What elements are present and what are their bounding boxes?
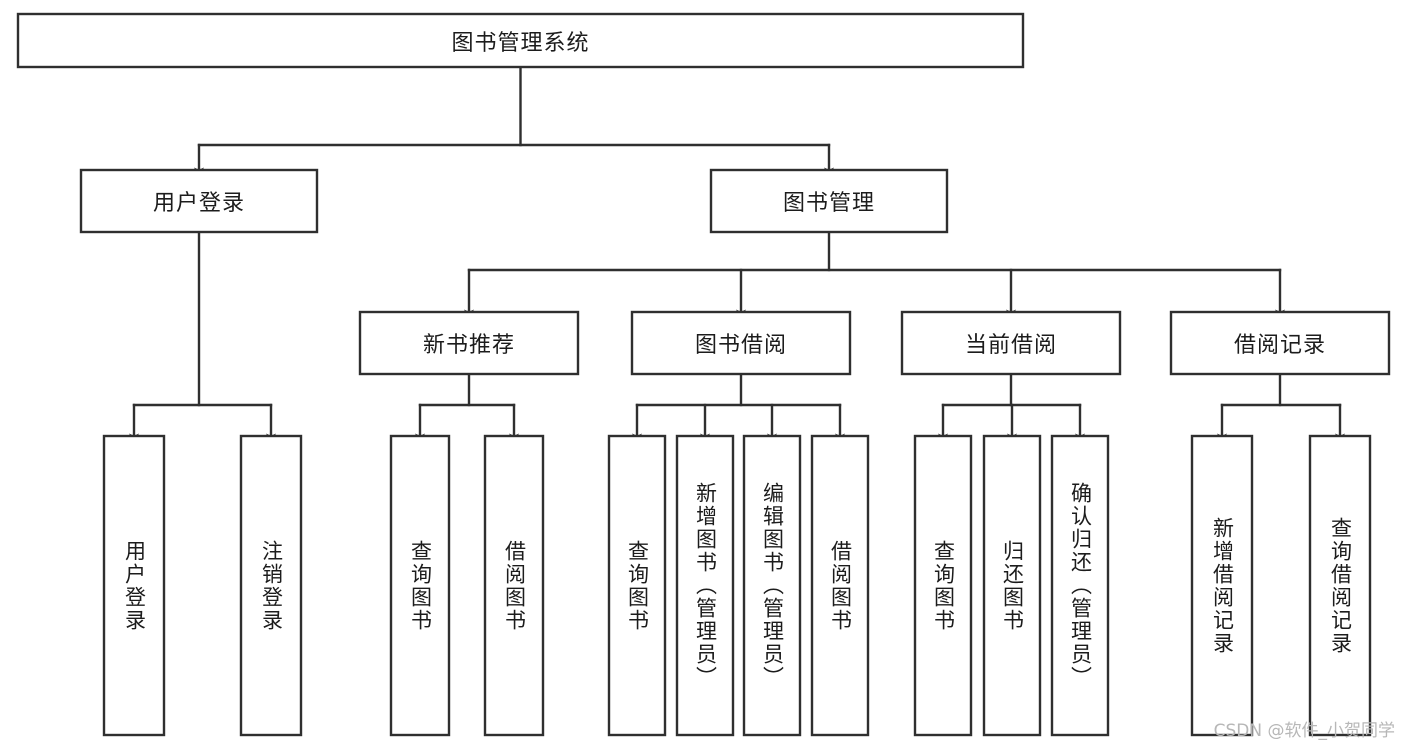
node-box-borrow-edit-book[interactable] <box>742 434 802 737</box>
node-box-book-manage[interactable] <box>709 168 949 234</box>
node-box-book-borrow[interactable] <box>630 310 852 376</box>
node-box-record-add[interactable] <box>1190 434 1254 737</box>
node-box-current-query-book[interactable] <box>913 434 973 737</box>
node-box-borrow-add-book[interactable] <box>675 434 735 737</box>
node-box-current-return-book[interactable] <box>982 434 1042 737</box>
node-box-user-login[interactable] <box>79 168 319 234</box>
node-box-record-query[interactable] <box>1308 434 1372 737</box>
node-box-current-borrow[interactable] <box>900 310 1122 376</box>
connector-layer <box>129 65 1345 443</box>
node-box-current-confirm-return[interactable] <box>1050 434 1110 737</box>
node-box-new-book-recommend[interactable] <box>358 310 580 376</box>
node-box-user-login-do[interactable] <box>102 434 166 737</box>
node-box-user-logout[interactable] <box>239 434 303 737</box>
node-box-borrow-record[interactable] <box>1169 310 1391 376</box>
node-box-recommend-query-book[interactable] <box>389 434 451 737</box>
node-box-borrow-query-book[interactable] <box>607 434 667 737</box>
node-box-root[interactable] <box>16 12 1025 69</box>
node-box-recommend-borrow-book[interactable] <box>483 434 545 737</box>
node-box-layer <box>16 12 1391 737</box>
node-box-borrow-borrow-book[interactable] <box>810 434 870 737</box>
